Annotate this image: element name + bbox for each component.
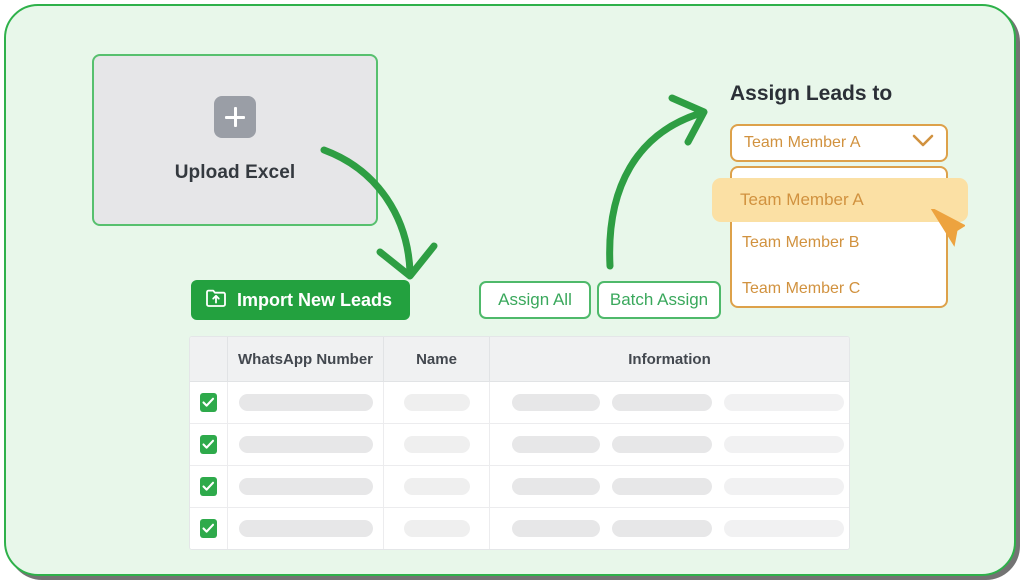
table-row[interactable] [190, 424, 849, 466]
row-name-cell [384, 508, 490, 549]
option-team-member-c[interactable]: Team Member C [742, 280, 861, 297]
arrow-to-dropdown-path [606, 110, 702, 270]
table-row[interactable] [190, 508, 849, 549]
import-new-leads-button[interactable]: Import New Leads [191, 280, 411, 320]
batch-assign-label: Batch Assign [609, 290, 709, 309]
upload-excel-dropzone[interactable]: Upload Excel [92, 54, 378, 226]
option-team-member-a-highlighted[interactable]: Team Member A [712, 178, 968, 222]
placeholder-bar [512, 520, 600, 537]
assign-leads-select[interactable]: Team Member A [730, 124, 948, 162]
row-select-cell[interactable] [190, 382, 228, 423]
row-whatsapp-number-cell [228, 382, 384, 423]
row-select-cell[interactable] [190, 466, 228, 507]
leads-table: WhatsApp Number Name Information [189, 336, 850, 550]
folder-upload-icon [205, 287, 227, 314]
assign-leads-selected-value: Team Member A [744, 134, 861, 151]
row-whatsapp-number-cell [228, 466, 384, 507]
placeholder-bar [238, 478, 373, 495]
placeholder-bar [724, 520, 844, 537]
placeholder-bar [724, 436, 844, 453]
row-information-cell [490, 382, 849, 423]
cursor-pointer-icon [921, 206, 966, 270]
placeholder-bar [512, 394, 600, 411]
arrow-to-dropdown-head [668, 94, 708, 146]
placeholder-bar [403, 478, 470, 495]
upload-excel-label: Upload Excel [174, 162, 296, 183]
placeholder-bar [612, 394, 712, 411]
card-frame: Upload Excel Import New Leads Assign [4, 4, 1016, 576]
placeholder-bar [612, 478, 712, 495]
placeholder-bar [238, 394, 373, 411]
row-whatsapp-number-cell [228, 508, 384, 549]
row-checkbox[interactable] [200, 393, 217, 412]
row-name-cell [384, 424, 490, 465]
table-row[interactable] [190, 382, 849, 424]
option-team-member-b[interactable]: Team Member B [742, 234, 860, 251]
assign-all-button[interactable]: Assign All [479, 281, 591, 319]
placeholder-bar [612, 436, 712, 453]
import-new-leads-label: Import New Leads [237, 289, 393, 310]
table-header-row: WhatsApp Number Name Information [190, 337, 849, 382]
row-whatsapp-number-cell [228, 424, 384, 465]
plus-icon [214, 96, 256, 138]
table-header-information: Information [628, 350, 711, 368]
assign-leads-title: Assign Leads to [730, 82, 893, 105]
batch-assign-button[interactable]: Batch Assign [597, 281, 721, 319]
table-body [190, 382, 849, 549]
placeholder-bar [403, 520, 470, 537]
placeholder-bar [512, 478, 600, 495]
placeholder-bar [238, 520, 373, 537]
row-checkbox[interactable] [200, 519, 217, 538]
placeholder-bar [612, 520, 712, 537]
assign-all-label: Assign All [498, 290, 572, 309]
row-select-cell[interactable] [190, 508, 228, 549]
table-header-whatsapp-number: WhatsApp Number [228, 337, 384, 381]
table-header-name: Name [384, 337, 490, 381]
row-checkbox[interactable] [200, 435, 217, 454]
chevron-down-icon [912, 134, 934, 153]
placeholder-bar [403, 436, 470, 453]
placeholder-bar [512, 436, 600, 453]
placeholder-bar [724, 394, 844, 411]
row-information-cell [490, 508, 849, 549]
table-header-select [190, 337, 228, 381]
row-checkbox[interactable] [200, 477, 217, 496]
row-select-cell[interactable] [190, 424, 228, 465]
row-name-cell [384, 382, 490, 423]
table-row[interactable] [190, 466, 849, 508]
arrow-upload-to-import-head [376, 242, 438, 280]
placeholder-bar [724, 478, 844, 495]
placeholder-bar [238, 436, 373, 453]
row-information-cell [490, 424, 849, 465]
row-information-cell [490, 466, 849, 507]
placeholder-bar [403, 394, 470, 411]
row-name-cell [384, 466, 490, 507]
